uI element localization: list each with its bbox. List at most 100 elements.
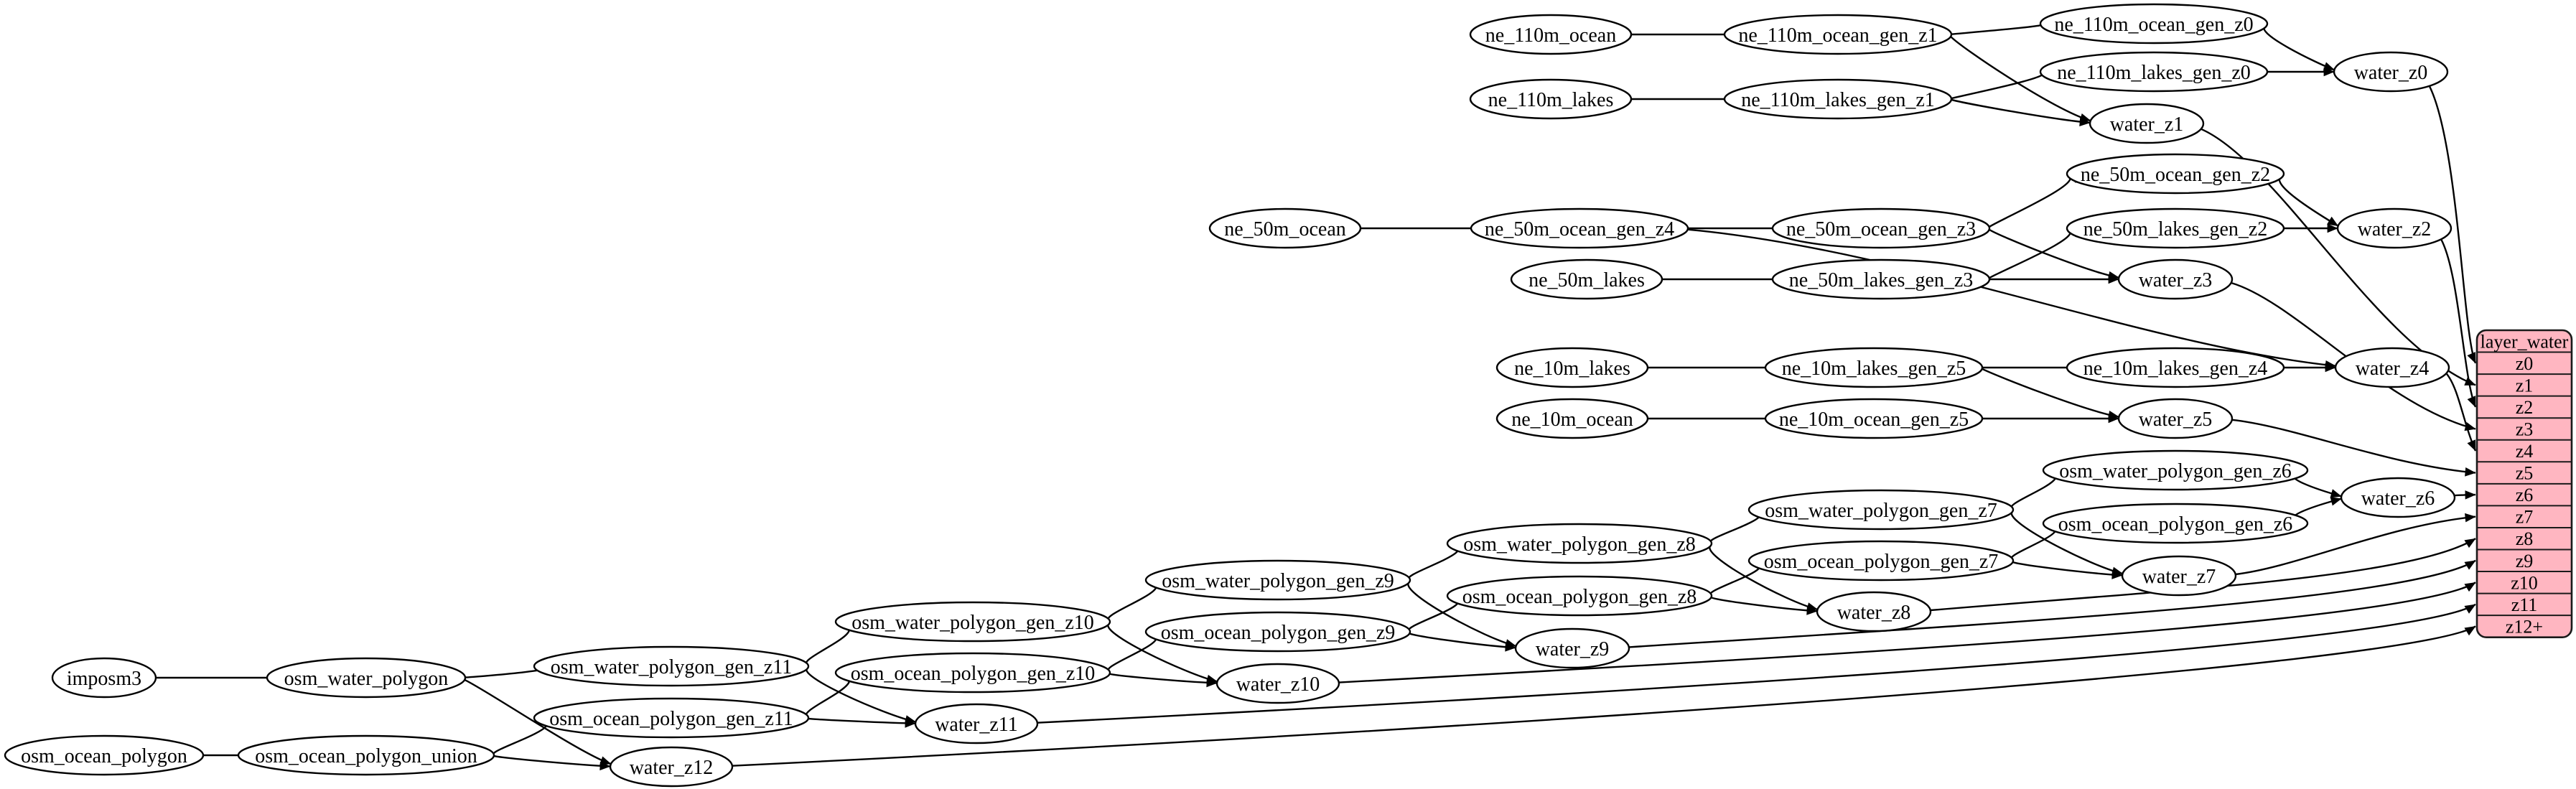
edge-water_z5-to-layer-water-z5	[2231, 419, 2476, 477]
node-imposm3: imposm3	[51, 657, 157, 699]
node-ne_50m_lakes_gen_z3-shape	[1771, 258, 1991, 300]
edge-water_z11-to-layer-water-z11	[1037, 603, 2476, 724]
layer-water-header: layer_water	[2481, 331, 2569, 352]
node-osm_water_polygon-shape	[266, 657, 467, 699]
edge-ne_110m_ocean_gen_z1-to-ne_110m_ocean_gen_z0	[1951, 20, 2051, 35]
edge-ne_110m_ocean_gen_z0-to-water_z0	[2263, 24, 2335, 71]
node-osm_ocean_polygon_gen_z6: osm_ocean_polygon_gen_z6	[2042, 503, 2309, 544]
node-ne_50m_ocean-label: ne_50m_ocean	[1224, 218, 1346, 241]
node-ne_110m_lakes_gen_z0-shape	[2039, 51, 2269, 93]
node-osm_ocean_polygon_gen_z7-shape	[1747, 540, 2015, 582]
node-osm_water_polygon_gen_z9: osm_water_polygon_gen_z9	[1144, 559, 1411, 601]
node-ne_110m_lakes_gen_z1-shape	[1723, 78, 1953, 120]
edge-water_z7-to-layer-water-z7	[2235, 513, 2476, 576]
edge-osm_water_polygon_gen_z8-to-water_z8	[1709, 544, 1819, 612]
node-osm_water_polygon_gen_z7-label: osm_water_polygon_gen_z7	[1765, 500, 1997, 522]
node-osm_ocean_polygon_gen_z7: osm_ocean_polygon_gen_z7	[1747, 540, 2015, 582]
node-osm_ocean_polygon-label: osm_ocean_polygon	[21, 745, 187, 767]
edge-osm_water_polygon_gen_z9-to-water_z9	[1407, 581, 1517, 648]
node-ne_50m_ocean_gen_z4: ne_50m_ocean_gen_z4	[1470, 207, 1689, 249]
node-osm_ocean_polygon_union-label: osm_ocean_polygon_union	[255, 745, 477, 767]
node-ne_10m_ocean_gen_z5-label: ne_10m_ocean_gen_z5	[1779, 408, 1969, 431]
edge-osm_ocean_polygon_gen_z8-to-osm_ocean_polygon_gen_z7	[1709, 558, 1761, 596]
edge-ne_50m_ocean_gen_z4-to-water_z4	[1687, 228, 2336, 370]
node-ne_50m_lakes_gen_z2: ne_50m_lakes_gen_z2	[2066, 207, 2285, 249]
node-water_z8-shape	[1816, 591, 1932, 632]
node-ne_110m_lakes_gen_z1-label: ne_110m_lakes_gen_z1	[1741, 89, 1935, 111]
node-ne_10m_lakes-shape	[1495, 347, 1649, 388]
edge-osm_water_polygon_gen_z9-to-osm_water_polygon_gen_z8	[1408, 541, 1460, 580]
node-osm_ocean_polygon_gen_z8-label: osm_ocean_polygon_gen_z8	[1462, 586, 1697, 608]
edge-osm_water_polygon_gen_z7-to-osm_water_polygon_gen_z6	[2010, 468, 2057, 510]
node-ne_110m_lakes_gen_z0-label: ne_110m_lakes_gen_z0	[2057, 62, 2251, 84]
node-osm_ocean_polygon_gen_z11: osm_ocean_polygon_gen_z11	[533, 697, 810, 739]
node-water_z11-shape	[914, 703, 1039, 744]
node-ne_110m_ocean_gen_z1: ne_110m_ocean_gen_z1	[1723, 14, 1953, 55]
node-water_z0-shape	[2333, 51, 2449, 93]
edge-osm_water_polygon_gen_z11-to-water_z11	[806, 666, 916, 724]
node-ne_50m_ocean-shape	[1208, 207, 1362, 249]
node-ne_10m_lakes_gen_z4-shape	[2066, 347, 2285, 388]
node-osm_ocean_polygon: osm_ocean_polygon	[4, 734, 205, 776]
node-water_z6-label: water_z6	[2361, 487, 2435, 510]
node-ne_50m_ocean: ne_50m_ocean	[1208, 207, 1362, 249]
node-osm_ocean_polygon_gen_z9-shape	[1144, 611, 1411, 653]
node-ne_10m_ocean_gen_z5: ne_10m_ocean_gen_z5	[1764, 398, 1984, 439]
node-water_z1-label: water_z1	[2110, 113, 2184, 136]
edge-ne_50m_ocean_gen_z2-to-water_z2	[2278, 174, 2339, 227]
node-osm_water_polygon_gen_z11-label: osm_water_polygon_gen_z11	[551, 656, 792, 678]
edge-osm_water_polygon_gen_z11-to-osm_water_polygon_gen_z10	[805, 620, 851, 666]
node-osm_water_polygon_gen_z10-label: osm_water_polygon_gen_z10	[851, 612, 1094, 634]
node-ne_50m_lakes_gen_z2-label: ne_50m_lakes_gen_z2	[2083, 218, 2268, 241]
node-ne_110m_ocean-shape	[1469, 14, 1633, 55]
node-water_z8: water_z8	[1816, 591, 1932, 632]
node-water_z2-label: water_z2	[2358, 218, 2432, 241]
node-ne_10m_lakes_gen_z5-label: ne_10m_lakes_gen_z5	[1782, 358, 1966, 380]
layer-water-row-z6: z6	[2516, 485, 2534, 505]
node-osm_water_polygon_gen_z11: osm_water_polygon_gen_z11	[533, 645, 810, 687]
node-water_z0-label: water_z0	[2354, 62, 2428, 84]
node-ne_110m_lakes_gen_z1: ne_110m_lakes_gen_z1	[1723, 78, 1953, 120]
node-ne_110m_ocean_gen_z1-label: ne_110m_ocean_gen_z1	[1738, 24, 1937, 47]
node-osm_ocean_polygon_gen_z11-label: osm_ocean_polygon_gen_z11	[549, 708, 793, 730]
node-water_z2-shape	[2336, 207, 2453, 249]
node-ne_50m_ocean_gen_z3-label: ne_50m_ocean_gen_z3	[1786, 218, 1976, 241]
edge-ne_110m_lakes_gen_z1-to-water_z1	[1951, 98, 2091, 127]
node-water_z7: water_z7	[2121, 555, 2237, 597]
node-water_z7-shape	[2121, 555, 2237, 597]
node-water_z6: water_z6	[2340, 477, 2456, 518]
node-ne_50m_ocean_gen_z3: ne_50m_ocean_gen_z3	[1771, 207, 1991, 249]
node-osm_ocean_polygon_gen_z9: osm_ocean_polygon_gen_z9	[1144, 611, 1411, 653]
node-ne_110m_ocean_gen_z0: ne_110m_ocean_gen_z0	[2039, 3, 2269, 45]
node-osm_water_polygon_gen_z7: osm_water_polygon_gen_z7	[1747, 489, 2015, 531]
node-osm_water_polygon_gen_z8-label: osm_water_polygon_gen_z8	[1463, 533, 1696, 556]
node-ne_10m_ocean_gen_z5-shape	[1764, 398, 1984, 439]
edge-water_z0-to-layer-water-z0	[2428, 85, 2477, 364]
edge-water_z4-to-layer-water-z4	[2445, 373, 2477, 452]
node-ne_10m_lakes_gen_z4-label: ne_10m_lakes_gen_z4	[2083, 358, 2268, 380]
node-ne_10m_lakes: ne_10m_lakes	[1495, 347, 1649, 388]
edge-water_z10-to-layer-water-z10	[1338, 582, 2476, 683]
node-ne_110m_lakes-shape	[1469, 78, 1633, 120]
node-water_z2: water_z2	[2336, 207, 2453, 249]
node-osm_water_polygon_gen_z8: osm_water_polygon_gen_z8	[1446, 523, 1713, 564]
edge-osm_water_polygon_gen_z10-to-osm_water_polygon_gen_z9	[1107, 578, 1157, 622]
node-osm_ocean_polygon_gen_z8-shape	[1446, 575, 1713, 617]
edge-osm_water_polygon_gen_z7-to-water_z7	[2010, 510, 2124, 576]
edge-ne_10m_lakes_gen_z5-to-water_z5	[1982, 368, 2119, 420]
node-osm_water_polygon: osm_water_polygon	[266, 657, 467, 699]
node-osm_ocean_polygon_gen_z7-label: osm_ocean_polygon_gen_z7	[1764, 551, 1999, 573]
layer-water-row-z12plus: z12+	[2506, 616, 2543, 637]
node-water_z9-shape	[1514, 627, 1630, 669]
node-ne_10m_ocean-shape	[1495, 398, 1649, 439]
node-ne_50m_lakes-shape	[1510, 258, 1663, 300]
node-ne_110m_ocean_gen_z1-shape	[1723, 14, 1953, 55]
layer-water-row-z1: z1	[2516, 375, 2534, 396]
node-water_z1: water_z1	[2089, 103, 2205, 144]
node-osm_ocean_polygon_gen_z10: osm_ocean_polygon_gen_z10	[834, 652, 1111, 694]
node-ne_110m_lakes: ne_110m_lakes	[1469, 78, 1633, 120]
node-ne_110m_ocean_gen_z0-label: ne_110m_ocean_gen_z0	[2054, 14, 2253, 36]
node-ne_50m_ocean_gen_z4-shape	[1470, 207, 1689, 249]
node-ne_110m_lakes-label: ne_110m_lakes	[1488, 89, 1614, 111]
